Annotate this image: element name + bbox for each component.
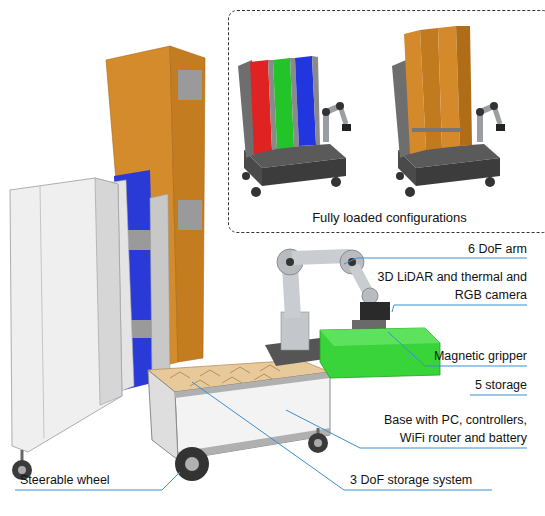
leader-lines [344,258,527,264]
mini-cart-colored [323,112,329,142]
part-label: 3 DoF storage system [350,471,500,489]
part-label: Steerable wheel [20,471,160,489]
mini-cart-colored [336,102,344,110]
part-label: Magnetic gripper [362,347,527,365]
cart-storage [170,46,205,362]
mini-cart-colored [331,177,341,187]
mini-cart-colored [312,56,320,145]
mini-cart-colored [238,56,351,197]
magnetic-gripper-load [320,328,440,378]
part-label: 6 DoF arm [362,240,527,258]
part-label: 3D LiDAR and thermal and RGB camera [367,268,527,304]
leader-lines [15,472,180,490]
mini-cart-orange [405,187,415,197]
mini-cart-orange [477,112,483,142]
leader-lines [286,410,527,448]
wheels [175,447,209,481]
mini-cart-orange [485,177,495,187]
leader-lines [470,395,527,396]
dashed-inset-box: Fully loaded configurations [228,10,545,233]
mini-cart-colored [322,108,330,116]
cart-storage [178,70,202,100]
robot-arm [286,258,294,266]
cart-storage [150,194,170,380]
wheels [18,466,26,474]
wheels [308,433,328,453]
cart-storage [10,178,122,452]
mini-cart-colored [251,187,261,197]
part-label: Base with PC, controllers, WiFi router a… [362,411,527,447]
cart-storage [40,186,44,438]
magnetic-gripper-load [320,328,440,378]
cart-base [175,372,330,398]
mini-cart-orange [396,172,404,180]
mini-cart-orange [392,26,505,197]
inset-caption: Fully loaded configurations [229,210,545,225]
cart-base [175,372,330,460]
magnetic-gripper-load [320,328,440,346]
mini-cart-colored [262,158,346,186]
cart-storage [178,200,202,230]
robot-arm [352,320,386,329]
robot-arm [362,288,378,304]
robot-arm [360,302,390,320]
leader-lines [392,305,527,312]
mini-cart-colored [342,124,351,131]
mini-cart-orange [416,158,500,186]
part-label: 5 storage [362,376,527,394]
wheels [314,439,322,447]
wheels [185,457,199,471]
leader-lines [15,258,527,490]
cart-base [148,370,178,460]
mini-cart-colored [242,172,250,180]
cart-storage [95,178,122,405]
mini-cart-orange [476,108,484,116]
mini-cart-orange [412,128,462,132]
mini-cart-orange [490,102,498,110]
mini-cart-orange [496,124,505,131]
